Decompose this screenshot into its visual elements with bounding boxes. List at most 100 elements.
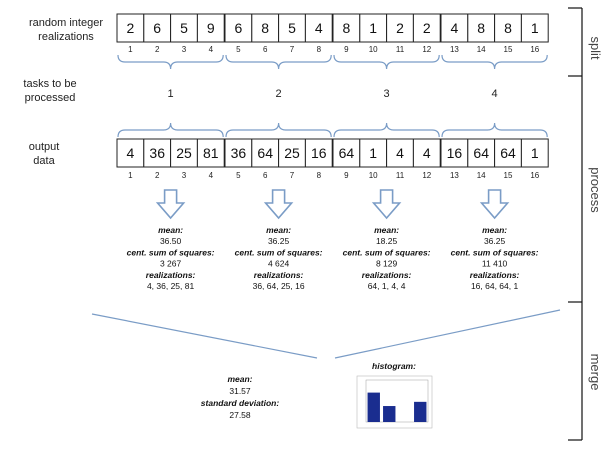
output-value-11: 4 (396, 145, 404, 161)
output-index-16: 16 (530, 171, 539, 180)
task-1-realizations-value: 4, 36, 25, 81 (147, 281, 195, 291)
realization-value-1: 2 (127, 20, 135, 36)
side-bracket (568, 7, 583, 441)
task-number-4: 4 (492, 88, 498, 100)
task-4-realizations-label: realizations: (470, 270, 520, 280)
process-brace-2 (225, 122, 332, 138)
realization-value-14: 8 (477, 20, 485, 36)
realization-cell-4 (196, 13, 225, 43)
histogram-label: histogram: (372, 361, 416, 371)
row2-label-line1: tasks to be (23, 78, 76, 90)
row3-label-line1: output (29, 141, 60, 153)
realization-value-6: 8 (261, 20, 269, 36)
output-value-9: 64 (339, 145, 355, 161)
output-index-2: 2 (155, 171, 160, 180)
merge-mean-value: 31.57 (229, 386, 251, 396)
output-value-8: 16 (311, 145, 327, 161)
output-cell-15 (494, 138, 522, 168)
realization-index-11: 11 (396, 45, 405, 54)
realization-value-10: 1 (369, 20, 377, 36)
output-cell-12 (412, 138, 441, 168)
realization-index-12: 12 (422, 45, 431, 54)
output-value-13: 16 (447, 145, 463, 161)
output-index-9: 9 (344, 171, 349, 180)
task-4-mean-value: 36.25 (484, 236, 506, 246)
output-cell-8 (304, 138, 333, 168)
output-index-3: 3 (182, 171, 187, 180)
realization-cell-7 (278, 13, 306, 43)
split-brace-4 (441, 54, 548, 70)
merge-sd-label: standard deviation: (201, 398, 280, 408)
output-value-15: 64 (500, 145, 516, 161)
split-braces (117, 54, 548, 70)
realization-index-8: 8 (317, 45, 322, 54)
histogram-bar-1 (367, 392, 380, 422)
output-index-8: 8 (317, 171, 322, 180)
merge-mean-label: mean: (227, 374, 252, 384)
output-value-1: 4 (127, 145, 135, 161)
output-index-1: 1 (128, 171, 133, 180)
realization-cell-14 (467, 13, 496, 43)
realization-cell-2 (143, 13, 172, 43)
output-index-13: 13 (450, 171, 459, 180)
down-arrow-4-icon (479, 189, 510, 220)
realization-value-12: 2 (423, 20, 431, 36)
process-braces (117, 122, 548, 138)
realization-index-2: 2 (155, 45, 160, 54)
task-number-1: 1 (168, 88, 174, 100)
realization-cell-3 (170, 13, 198, 43)
task-4-mean-label: mean: (482, 225, 507, 235)
realization-value-15: 8 (504, 20, 512, 36)
realization-cell-6 (251, 13, 280, 43)
split-brace-1 (117, 54, 224, 70)
realization-index-1: 1 (128, 45, 133, 54)
output-cell-13 (440, 138, 469, 168)
task-2-mean-label: mean: (266, 225, 291, 235)
realization-value-7: 5 (288, 20, 296, 36)
row2-label-line2: processed (25, 92, 76, 104)
split-brace-3 (333, 54, 440, 70)
realization-cell-8 (304, 13, 333, 43)
task-2-mean-value: 36.25 (268, 236, 290, 246)
output-value-4: 81 (203, 145, 219, 161)
realization-cell-13 (440, 13, 469, 43)
merge-line-right (334, 309, 561, 359)
row1-label-line1: random integer (29, 17, 103, 29)
task-4-realizations-value: 16, 64, 64, 1 (471, 281, 519, 291)
realization-index-5: 5 (236, 45, 241, 54)
realization-value-9: 8 (343, 20, 351, 36)
task-4-css-label: cent. sum of squares: (451, 247, 539, 257)
realization-index-9: 9 (344, 45, 349, 54)
output-value-10: 1 (369, 145, 377, 161)
output-cell-11 (386, 138, 414, 168)
realization-cell-10 (359, 13, 388, 43)
output-value-12: 4 (423, 145, 431, 161)
task-2-realizations-value: 36, 64, 25, 16 (253, 281, 305, 291)
task-3-realizations-value: 64, 1, 4, 4 (368, 281, 406, 291)
task-number-2: 2 (276, 88, 282, 100)
output-cell-16 (520, 138, 549, 168)
realization-cell-9 (332, 13, 361, 43)
task-2-css-label: cent. sum of squares: (235, 247, 323, 257)
output-index-15: 15 (504, 171, 513, 180)
output-index-11: 11 (396, 171, 405, 180)
output-index-14: 14 (477, 171, 486, 180)
merge-line-left (91, 313, 318, 359)
realization-value-13: 4 (451, 20, 459, 36)
realization-index-16: 16 (530, 45, 539, 54)
output-index-7: 7 (290, 171, 295, 180)
output-value-3: 25 (176, 145, 192, 161)
realization-value-8: 4 (315, 20, 323, 36)
realization-index-15: 15 (504, 45, 513, 54)
down-arrow-1-icon (155, 189, 186, 220)
process-brace-3 (333, 122, 440, 138)
side-label-merge: merge (588, 354, 603, 391)
realization-value-2: 6 (153, 20, 161, 36)
realization-value-11: 2 (396, 20, 404, 36)
task-3-mean-value: 18.25 (376, 236, 398, 246)
